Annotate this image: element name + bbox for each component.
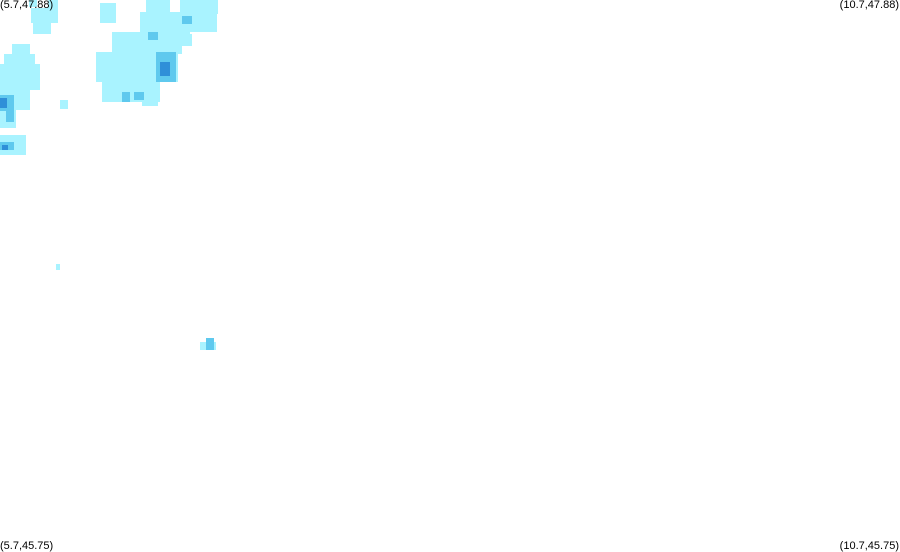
bottom-left-coordinate-label: (5.7,45.75) bbox=[0, 540, 54, 552]
precipitation-speck-west bbox=[56, 264, 60, 270]
precipitation-cluster-north-strong bbox=[160, 62, 170, 76]
top-right-coordinate-label: (10.7,47.88) bbox=[839, 0, 899, 11]
top-left-coordinate-label: (5.7,47.88) bbox=[0, 0, 54, 11]
precipitation-cluster-northwest-strong bbox=[0, 98, 8, 150]
precipitation-cluster-south bbox=[200, 338, 216, 350]
bottom-right-coordinate-label: (10.7,45.75) bbox=[839, 540, 899, 552]
